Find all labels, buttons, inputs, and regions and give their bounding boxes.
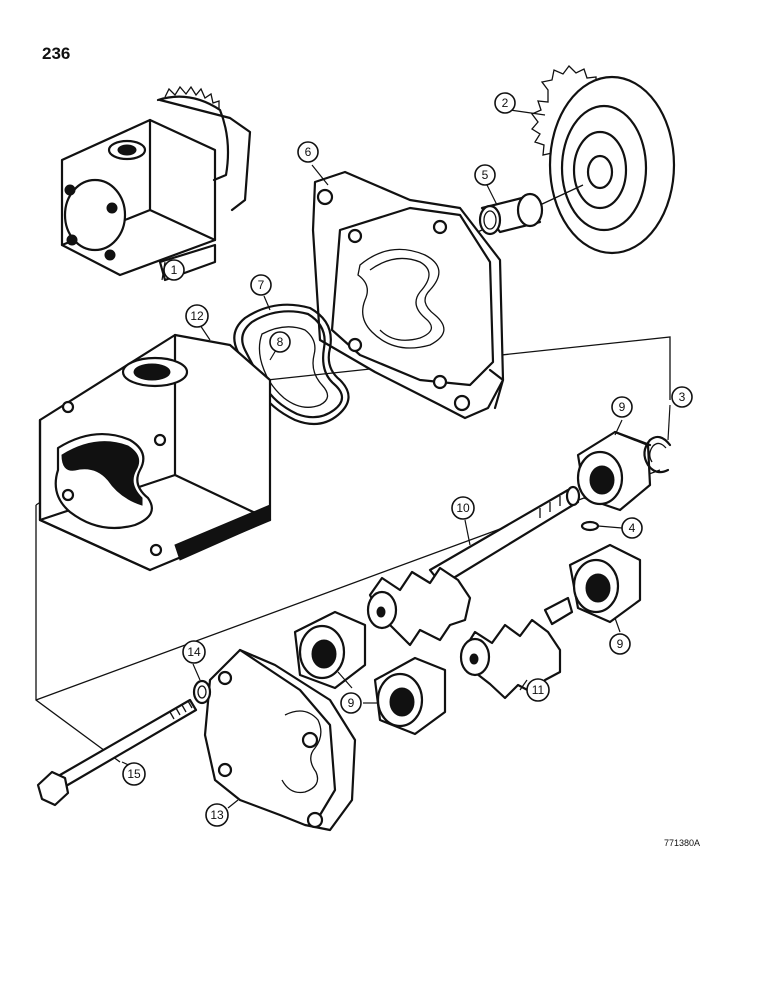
callout-9-left: 9 [340, 692, 362, 714]
callout-11: 11 [526, 678, 550, 702]
pump-assembly-part-1 [60, 85, 252, 282]
callout-15: 15 [122, 762, 146, 786]
callout-10: 10 [451, 496, 475, 520]
callout-13: 13 [205, 803, 229, 827]
drive-gear-part-2 [530, 65, 676, 255]
key-part-4 [580, 520, 600, 532]
svg-text:12: 12 [190, 309, 204, 323]
svg-text:15: 15 [127, 767, 141, 781]
retaining-ring-part-3 [643, 435, 672, 474]
svg-text:9: 9 [619, 400, 626, 414]
callout-9-right: 9 [609, 633, 631, 655]
svg-text:1: 1 [171, 263, 178, 277]
svg-text:9: 9 [348, 696, 355, 710]
svg-text:4: 4 [629, 521, 636, 535]
callout-8: 8 [269, 331, 291, 353]
callout-5: 5 [474, 164, 496, 186]
bushing-part-5 [459, 192, 544, 241]
end-cover-part-13 [203, 648, 357, 832]
svg-text:11: 11 [532, 683, 545, 697]
svg-text:3: 3 [679, 390, 686, 404]
svg-text:9: 9 [617, 637, 624, 651]
callout-4: 4 [621, 517, 643, 539]
svg-text:2: 2 [502, 96, 509, 110]
callout-12: 12 [185, 304, 209, 328]
drive-shaft-part-10 [366, 485, 581, 647]
svg-text:5: 5 [482, 168, 489, 182]
svg-text:13: 13 [210, 808, 224, 822]
callout-1: 1 [163, 259, 185, 281]
seal-part-8 [258, 326, 329, 408]
bearing-part-9-left-lower [373, 656, 447, 736]
callout-3: 3 [671, 386, 693, 408]
washer-part-14 [192, 679, 212, 705]
driven-gear-part-11 [459, 596, 574, 700]
page-number: 236 [42, 44, 71, 63]
callout-2: 2 [494, 92, 516, 114]
callout-6: 6 [297, 141, 319, 163]
drawing-number: 771380A [664, 838, 701, 848]
bearing-part-9-top [576, 430, 652, 512]
pump-body-part-12 [38, 333, 272, 572]
callout-9-top: 9 [611, 396, 633, 418]
svg-text:14: 14 [187, 645, 201, 659]
svg-text:6: 6 [305, 145, 312, 159]
bearing-part-9-left-upper [293, 610, 367, 690]
callout-14: 14 [182, 640, 206, 664]
bearing-part-9-right [568, 543, 642, 624]
bolt-part-15 [36, 698, 198, 807]
svg-text:7: 7 [258, 278, 265, 292]
svg-text:8: 8 [277, 335, 284, 349]
mounting-plate-part-6 [311, 170, 505, 420]
callout-7: 7 [250, 274, 272, 296]
svg-text:10: 10 [456, 501, 470, 515]
